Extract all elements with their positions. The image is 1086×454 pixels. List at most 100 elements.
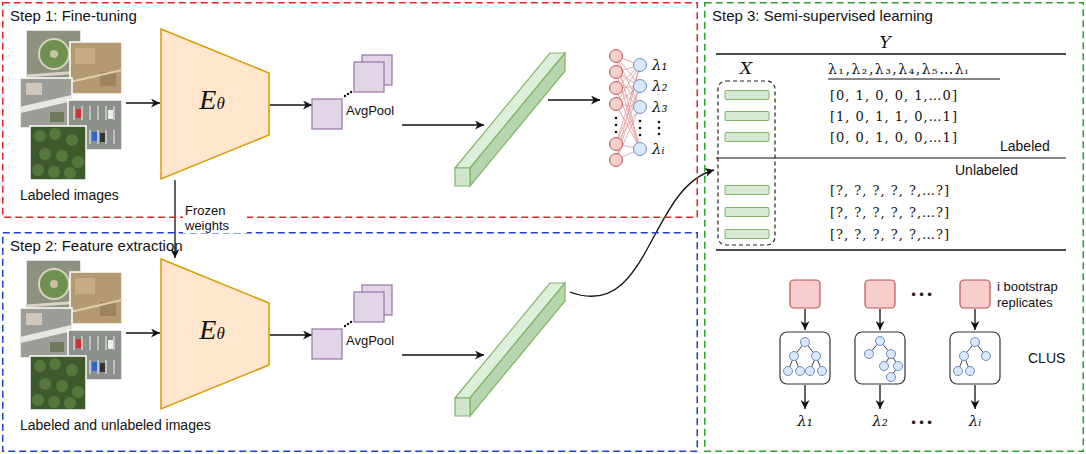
text-holder: [0, 1, 0, 0, 1,…0] (830, 86, 958, 104)
text-holder: Eθ (199, 85, 224, 119)
tree-crown (39, 378, 51, 390)
text-holder: [?, ?, ?, ?, ?,…?] (830, 203, 950, 221)
pivot-center (50, 280, 58, 288)
text-holder: Frozen weights (183, 203, 247, 234)
table-row: [?, ?, ?, ?, ?,…?] (830, 183, 950, 199)
vector-face (455, 53, 565, 168)
text-holder: [1, 0, 1, 1, 0,…1] (830, 107, 958, 125)
encoder-outline (161, 29, 269, 179)
flow-arrow (974, 309, 975, 330)
hidden-neuron (610, 66, 623, 79)
vector-face (455, 398, 470, 416)
tree-node (954, 367, 963, 376)
connector (270, 104, 312, 105)
parking-stripe (114, 360, 115, 374)
table-rule (716, 157, 1066, 158)
tree-crown (34, 360, 46, 372)
building (26, 313, 42, 325)
text-holder: Unlabeled (955, 161, 1018, 179)
pivot-field (39, 269, 69, 299)
step-panel: Step 1: Fine-tuningLabeled imagesEθAvgPo… (2, 2, 698, 218)
tree-node (894, 362, 903, 371)
parking-stripe (98, 360, 99, 374)
tree-node (796, 367, 805, 376)
tree-node (971, 338, 980, 347)
text-holder: λ₁ (652, 56, 668, 74)
step-panel: Step 2: Feature extractionLabeled and un… (2, 232, 698, 452)
ellipsis-dot (344, 325, 346, 327)
tree-node (801, 338, 810, 347)
tree-node (876, 337, 885, 346)
tile-ground (70, 272, 122, 324)
panel-heading: Step 2: Feature extraction (10, 237, 183, 255)
ellipsis-dot (350, 91, 352, 93)
ellipsis-dot (350, 321, 352, 323)
tree-crown (64, 167, 76, 179)
text-holder: CLUS (1028, 349, 1065, 367)
edge-label: Frozen weights (183, 203, 247, 233)
image-stack: Labeled and unlabeled images (18, 258, 126, 412)
table-rule (828, 79, 1000, 80)
feature-row (725, 133, 769, 142)
table-rule (716, 249, 1066, 251)
parking-stripe (106, 336, 107, 350)
stack-shape (18, 28, 126, 182)
node-label: AvgPool (346, 103, 394, 118)
hidden-neuron (610, 98, 623, 111)
tree-node (982, 352, 991, 361)
text-holder: AvgPool (346, 331, 394, 349)
tree-crown (72, 386, 84, 398)
feature-maps: AvgPool (312, 55, 400, 140)
text-holder: λ₂ (872, 412, 888, 430)
tree-crown (64, 397, 76, 409)
feature-row (725, 208, 769, 217)
feature-vector (455, 283, 565, 416)
satellite-tile (30, 126, 86, 180)
ellipsis-dot (639, 120, 642, 123)
car (100, 363, 105, 372)
building (26, 83, 42, 95)
tree-crown (32, 394, 44, 406)
tree-box (780, 332, 830, 384)
decision-tree (855, 332, 905, 384)
node-label: Eθ (199, 315, 224, 349)
text-holder: AvgPool (346, 101, 394, 119)
panel-outline (3, 3, 698, 218)
bootstrap-sample (960, 280, 990, 308)
flow-arrow (548, 99, 600, 100)
text-holder: ••• (910, 413, 934, 431)
parking-stripe (98, 106, 99, 120)
ellipsis-dot (344, 95, 346, 97)
parking-stripe (106, 130, 107, 144)
ellipsis-dot (347, 323, 349, 325)
feature-map (354, 292, 384, 322)
table-rule (716, 53, 1066, 55)
feature-map (354, 62, 384, 92)
tree-node (812, 352, 821, 361)
output-label: λ₁ (797, 412, 813, 430)
table-row: [1, 0, 1, 1, 0,…1] (830, 109, 958, 125)
feature-map (312, 329, 342, 359)
tree-box (855, 332, 905, 384)
flow-arrow (879, 385, 880, 409)
satellite-tile (70, 42, 122, 94)
table-row: [?, ?, ?, ?, ?,…?] (830, 227, 950, 243)
text-holder: Y (879, 32, 890, 52)
parking-stripe (90, 130, 91, 144)
tree-node (818, 367, 827, 376)
text-holder: [0, 0, 1, 0, 0,…1] (830, 128, 958, 146)
car (76, 109, 81, 118)
parking-stripe (106, 106, 107, 120)
feature-row (725, 186, 769, 195)
text-holder: λ₁,λ₂,λ₃,λ₄,λ₅…λᵢ (828, 60, 969, 78)
tree-node (784, 367, 793, 376)
node-label: λᵢ (652, 140, 665, 158)
parking-stripe (114, 130, 115, 144)
connector (270, 334, 312, 335)
feature-row (725, 230, 769, 239)
flow-arrow (879, 309, 880, 330)
tree-crown (39, 148, 51, 160)
flow-arrow (974, 385, 975, 409)
parking-stripe (114, 106, 115, 120)
